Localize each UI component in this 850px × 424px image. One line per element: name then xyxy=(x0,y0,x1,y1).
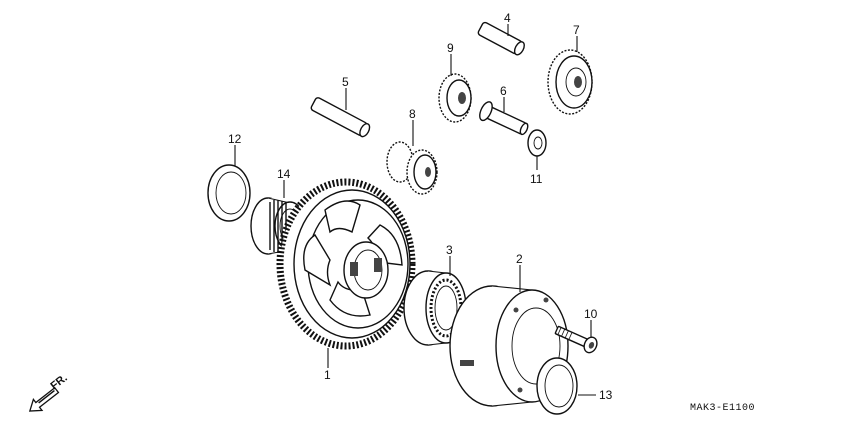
diagram-code: MAK3-E1100 xyxy=(690,403,755,414)
part-5-pin xyxy=(310,97,371,138)
callout-10: 10 xyxy=(584,307,598,321)
part-1-driven-gear xyxy=(276,178,416,350)
part-10-bolt xyxy=(554,325,598,354)
callout-4: 4 xyxy=(504,11,511,25)
callout-11: 11 xyxy=(530,172,543,186)
callout-labels: 1 2 3 4 5 6 7 8 9 10 11 12 13 14 xyxy=(228,11,613,402)
callout-3: 3 xyxy=(446,243,453,257)
front-direction-arrow: FR. xyxy=(28,372,70,412)
part-13-washer xyxy=(536,357,578,415)
part-4-pin xyxy=(477,21,525,56)
callout-1: 1 xyxy=(324,368,331,382)
callout-12: 12 xyxy=(228,132,242,146)
callout-13: 13 xyxy=(599,388,613,402)
part-8-double-gear xyxy=(386,141,438,195)
callout-8: 8 xyxy=(409,107,416,121)
leader-lines xyxy=(234,24,596,396)
callout-7: 7 xyxy=(573,23,580,37)
part-2-clutch-outer xyxy=(449,285,569,407)
front-direction-label: FR. xyxy=(48,372,69,392)
callout-6: 6 xyxy=(500,84,507,98)
part-7-gear xyxy=(547,49,593,115)
part-11-washer xyxy=(527,129,547,157)
callout-9: 9 xyxy=(447,41,454,55)
callout-2: 2 xyxy=(516,252,523,266)
part-6-shaft xyxy=(479,101,529,136)
callout-14: 14 xyxy=(277,167,291,181)
callout-5: 5 xyxy=(342,75,349,89)
part-12-washer xyxy=(207,164,251,222)
part-9-gear xyxy=(438,73,472,123)
